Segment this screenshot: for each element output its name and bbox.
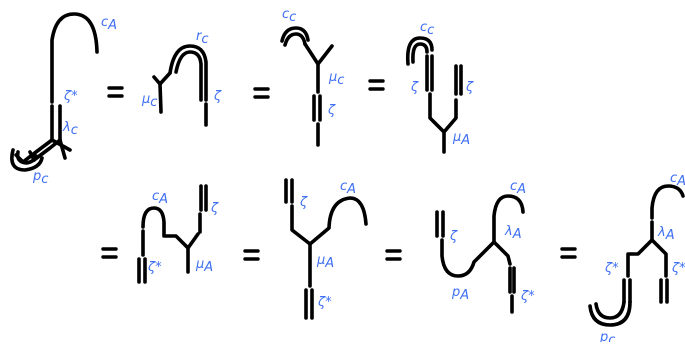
diagram-term-5: cA ζ ζ* μA (137, 184, 219, 284)
mu-label: μA (316, 253, 334, 271)
strand (594, 300, 626, 320)
mu-label: μc (141, 92, 157, 110)
c-label: cc (282, 7, 296, 25)
strand (280, 26, 310, 43)
c-label: cA (670, 171, 685, 189)
mu-label: μc (328, 70, 344, 88)
c-label: cc (420, 20, 434, 38)
diagram-term-8: cA λA ζ* ζ* pc (588, 171, 685, 346)
lambda-label: λc (62, 120, 78, 138)
zeta-top-label: ζ (210, 201, 219, 216)
strand (650, 238, 668, 278)
strand (10, 148, 44, 172)
c-label: cA (510, 179, 526, 197)
strand (15, 150, 38, 165)
zeta-right-label: ζ (465, 80, 474, 95)
equals-sign-2 (253, 87, 270, 99)
zeta-top-label: ζ (449, 229, 458, 244)
c-label: cA (152, 189, 168, 207)
zeta-label: ζ (327, 103, 336, 118)
zeta-label: ζ* (63, 89, 78, 104)
zeta-label: ζ (213, 89, 222, 104)
c-label: cA (340, 179, 356, 197)
diagram-term-1: cA ζ* λc pc (10, 12, 117, 187)
strand (58, 138, 67, 160)
equals-sign-6 (385, 249, 402, 261)
strand (411, 42, 429, 64)
strand (405, 36, 434, 66)
c-label: cA (101, 15, 117, 33)
lambda-label: λA (504, 224, 522, 242)
mu-label: μA (195, 257, 213, 275)
equals-sign-5 (243, 249, 260, 261)
diagram-term-7: ζ cA λA pA ζ* (435, 179, 535, 314)
zeta-label: ζ* (317, 295, 332, 310)
strand (588, 300, 632, 327)
strand (428, 92, 458, 134)
strand (141, 206, 200, 250)
equals-sign-4 (101, 247, 118, 259)
strand (50, 12, 99, 104)
strand (650, 184, 685, 220)
zeta-left-label: ζ* (604, 261, 619, 276)
strand (626, 220, 654, 278)
strand (440, 238, 512, 278)
strand (492, 194, 525, 244)
mu-label: μA (452, 130, 470, 148)
strand (168, 44, 208, 102)
zeta-left-label: ζ (410, 80, 419, 95)
diagram-term-2: rc μc ζ (141, 29, 222, 127)
p-label: pc (599, 330, 615, 342)
strand (158, 71, 172, 86)
strand (283, 32, 307, 47)
diagram-term-4: cc ζ ζ μA (405, 20, 474, 154)
strand (174, 50, 203, 102)
zeta-right-label: ζ* (671, 261, 685, 276)
strand (21, 138, 54, 164)
strand (290, 196, 368, 246)
zeta-top-label: ζ (299, 195, 308, 210)
diagram-term-3: cc μc ζ (280, 7, 344, 147)
equals-sign-7 (560, 247, 577, 259)
equals-sign-3 (368, 79, 385, 91)
p-label: pA (451, 285, 469, 303)
p-label: pc (32, 169, 48, 187)
strand (303, 42, 334, 66)
c-label: rc (196, 29, 209, 47)
diagram-term-6: ζ cA μA ζ* (284, 178, 368, 320)
equals-sign-1 (107, 86, 124, 98)
zeta-label: ζ* (147, 260, 162, 275)
lambda-label: λA (657, 225, 675, 243)
zeta-label: ζ* (520, 289, 535, 304)
